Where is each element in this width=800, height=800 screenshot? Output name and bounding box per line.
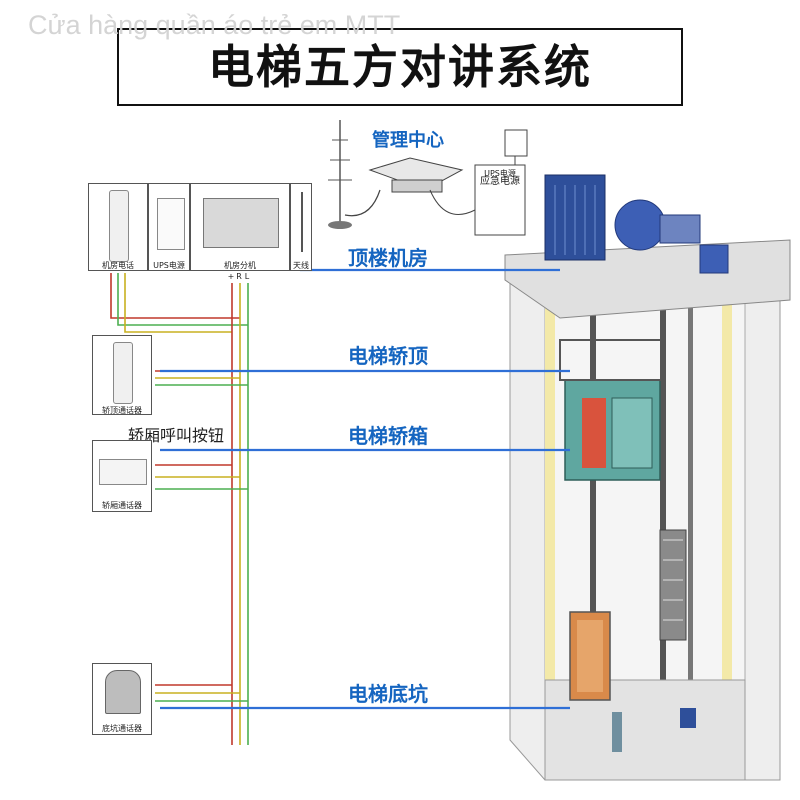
- machine-phone-label: 机房电话: [102, 261, 134, 270]
- car-top-intercom-panel: [92, 335, 152, 415]
- location-machine-room: 顶楼机房: [348, 246, 428, 270]
- wiring: [110, 273, 249, 745]
- link-lines: [160, 268, 570, 710]
- title-frame: [117, 28, 683, 106]
- ups-power-label: UPS电源: [153, 261, 185, 270]
- phone-handset-icon: [113, 342, 133, 404]
- page-title: 电梯五方对讲系统: [208, 40, 592, 94]
- car-top-intercom-label: 轿顶通话器: [102, 406, 142, 415]
- pit-buffers: [612, 708, 696, 752]
- machine-phone-panel: [88, 183, 148, 271]
- call-button-label: 轿厢呼叫按钮: [128, 426, 225, 445]
- counterweight: [659, 529, 687, 641]
- watermark-text: Cửa hàng quần áo trẻ em MTT: [28, 10, 401, 40]
- terminal-r: R: [236, 272, 242, 281]
- location-car-top: 电梯轿顶: [348, 344, 428, 368]
- splitter-panel: [190, 183, 290, 271]
- ups-box-icon: [157, 198, 185, 250]
- antenna-panel: [290, 183, 312, 271]
- ups-power-panel: [148, 183, 190, 271]
- car-intercom-label: 轿厢通话器: [102, 501, 142, 510]
- phone-handset-icon: [109, 190, 129, 262]
- management-center: [328, 120, 528, 236]
- location-pit: 电梯底坑: [348, 682, 428, 706]
- antenna-icon: [301, 192, 303, 252]
- splitter-label: 机房分机: [224, 261, 256, 270]
- terminal-plus: +: [227, 272, 235, 281]
- speaker-icon: [99, 459, 147, 485]
- landing-door: [569, 611, 611, 701]
- pit-intercom-label: 底坑通话器: [102, 724, 142, 733]
- speaker-grille-icon: [105, 670, 141, 714]
- pit-intercom-panel: [92, 663, 152, 735]
- elevator-car: [559, 339, 666, 481]
- management-center-label: 管理中心: [372, 130, 444, 151]
- location-car: 电梯轿箱: [348, 424, 428, 448]
- emergency-power-label: 应急电源: [480, 176, 520, 187]
- car-intercom-panel: [92, 440, 152, 512]
- ups-small-label: UPS电源: [484, 169, 516, 178]
- antenna-label: 天线: [293, 261, 309, 270]
- terminal-l: L: [244, 272, 250, 281]
- machine-room-slab: [504, 174, 791, 319]
- elevator-shaft: [509, 254, 781, 781]
- splitter-box-icon: [203, 198, 279, 248]
